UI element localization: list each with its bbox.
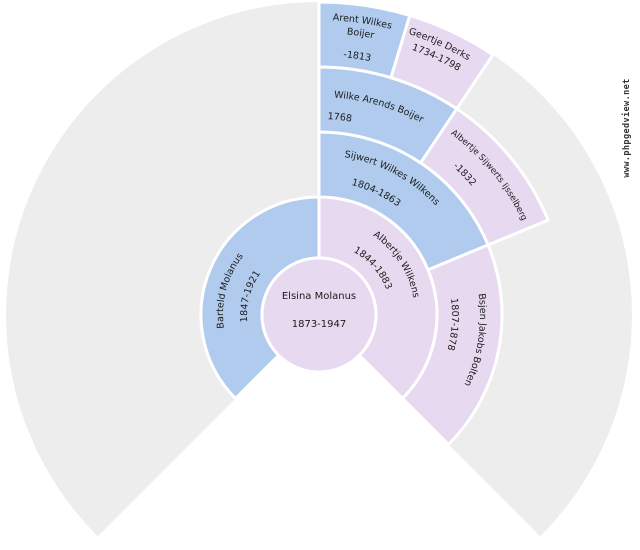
center-person[interactable]: Elsina Molanus 1873-1947 bbox=[260, 256, 378, 374]
center-person-disc[interactable] bbox=[260, 256, 378, 374]
person-cell-albertje-sijwerts-ijsselberg: Albertje Sijwerts Ijsselberg-1832 bbox=[419, 107, 550, 247]
sector-geertje-derks[interactable] bbox=[389, 13, 495, 111]
person-name-arent-wilkes-boijer: Boijer bbox=[346, 26, 375, 41]
person-dates-arent-wilkes-boijer: -1813 bbox=[343, 49, 372, 64]
sector-bsjen-jakobs-bolten[interactable] bbox=[400, 243, 504, 446]
center-person-name: Elsina Molanus bbox=[282, 291, 356, 302]
sector-albertje-sijwerts-ijsselberg[interactable] bbox=[419, 107, 550, 247]
center-person-dates: 1873-1947 bbox=[292, 319, 347, 330]
watermark-link[interactable]: www.phpgedview.net bbox=[621, 78, 632, 177]
